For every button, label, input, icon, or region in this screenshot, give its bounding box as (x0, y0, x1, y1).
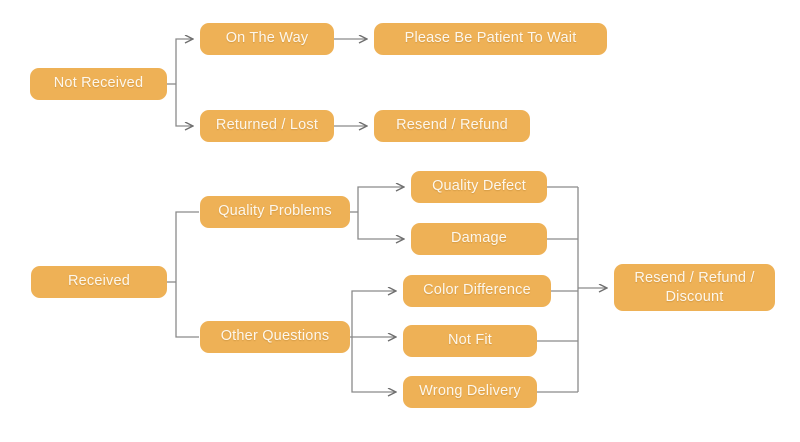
node-label: Not Fit (447, 332, 493, 349)
node-other-questions[interactable]: Other Questions (200, 321, 350, 353)
edge-received-to-other-questions (175, 282, 199, 338)
edge-other-questions-to-wrong-delivery (351, 337, 396, 392)
node-label-line-1: Resend / Refund / (634, 269, 755, 286)
node-label-line-2: Discount (665, 288, 724, 305)
node-not-received[interactable]: Not Received (30, 68, 167, 100)
node-resend-refund-discount[interactable]: Resend / Refund / Discount (614, 264, 775, 311)
node-label: On The Way (225, 30, 309, 47)
edge-not-received-to-returned-lost (175, 84, 193, 126)
node-on-the-way[interactable]: On The Way (200, 23, 334, 55)
edge-not-received-to-on-the-way (175, 39, 193, 84)
node-label: Please Be Patient To Wait (404, 30, 577, 47)
node-label: Received (67, 273, 131, 290)
node-quality-problems[interactable]: Quality Problems (200, 196, 350, 228)
edge-received-to-quality-problems (175, 211, 199, 282)
node-resend-refund[interactable]: Resend / Refund (374, 110, 530, 142)
node-label: Quality Problems (218, 203, 332, 220)
node-label: Resend / Refund (396, 117, 508, 134)
node-please-be-patient-to-wait[interactable]: Please Be Patient To Wait (374, 23, 607, 55)
node-label: Returned / Lost (215, 117, 319, 134)
node-label: Quality Defect (432, 178, 526, 195)
node-damage[interactable]: Damage (411, 223, 547, 255)
node-label: Color Difference (423, 282, 531, 299)
node-not-fit[interactable]: Not Fit (403, 325, 537, 357)
edge-quality-problems-to-damage (357, 212, 404, 239)
node-received[interactable]: Received (31, 266, 167, 298)
node-label: Wrong Delivery (419, 383, 521, 400)
node-quality-defect[interactable]: Quality Defect (411, 171, 547, 203)
node-label: Not Received (53, 75, 144, 92)
edge-quality-problems-to-quality-defect (357, 187, 404, 212)
node-color-difference[interactable]: Color Difference (403, 275, 551, 307)
node-label: Damage (450, 230, 507, 247)
node-returned-lost[interactable]: Returned / Lost (200, 110, 334, 142)
edge-other-questions-to-color-difference (351, 291, 396, 337)
node-label: Other Questions (220, 328, 330, 345)
node-wrong-delivery[interactable]: Wrong Delivery (403, 376, 537, 408)
